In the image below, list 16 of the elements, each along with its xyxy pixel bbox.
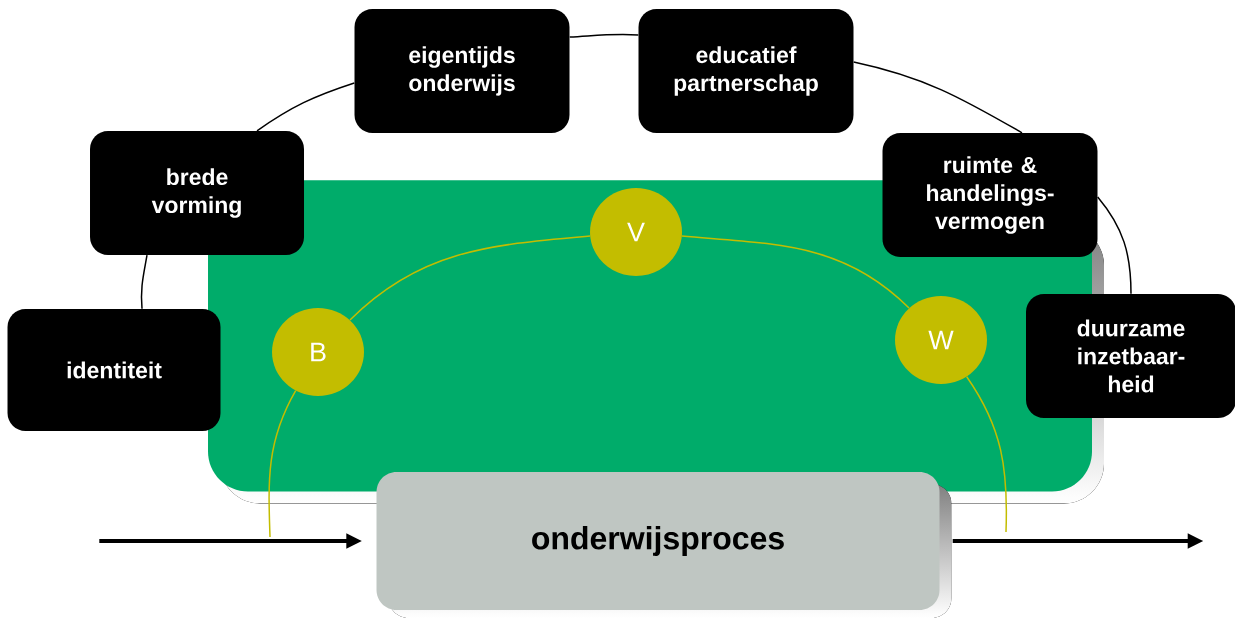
connector-line	[140, 254, 148, 310]
label-box: ruimte & handelings- vermogen	[882, 133, 1098, 257]
label-box: educatief partnerschap	[638, 9, 854, 133]
connector-line	[965, 375, 1008, 533]
connector-line	[349, 235, 591, 321]
connector-line	[268, 389, 297, 538]
process-box: onderwijsproces	[376, 472, 952, 618]
label-box: brede vorming	[90, 131, 304, 255]
label-box: identiteit	[7, 309, 221, 431]
label-box: eigentijds onderwijs	[354, 9, 570, 133]
connector-line	[568, 33, 640, 38]
connector-line	[681, 235, 910, 309]
connector-line	[1096, 196, 1132, 295]
connector-line	[256, 82, 356, 132]
label-box: duurzame inzetbaar- heid	[1026, 294, 1235, 418]
connector-line	[852, 61, 1023, 134]
